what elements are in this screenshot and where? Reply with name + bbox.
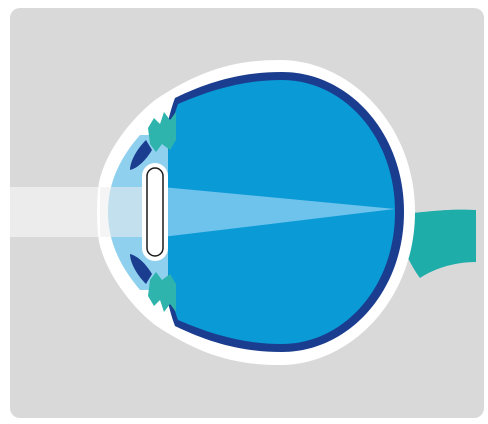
lens: [147, 168, 163, 256]
